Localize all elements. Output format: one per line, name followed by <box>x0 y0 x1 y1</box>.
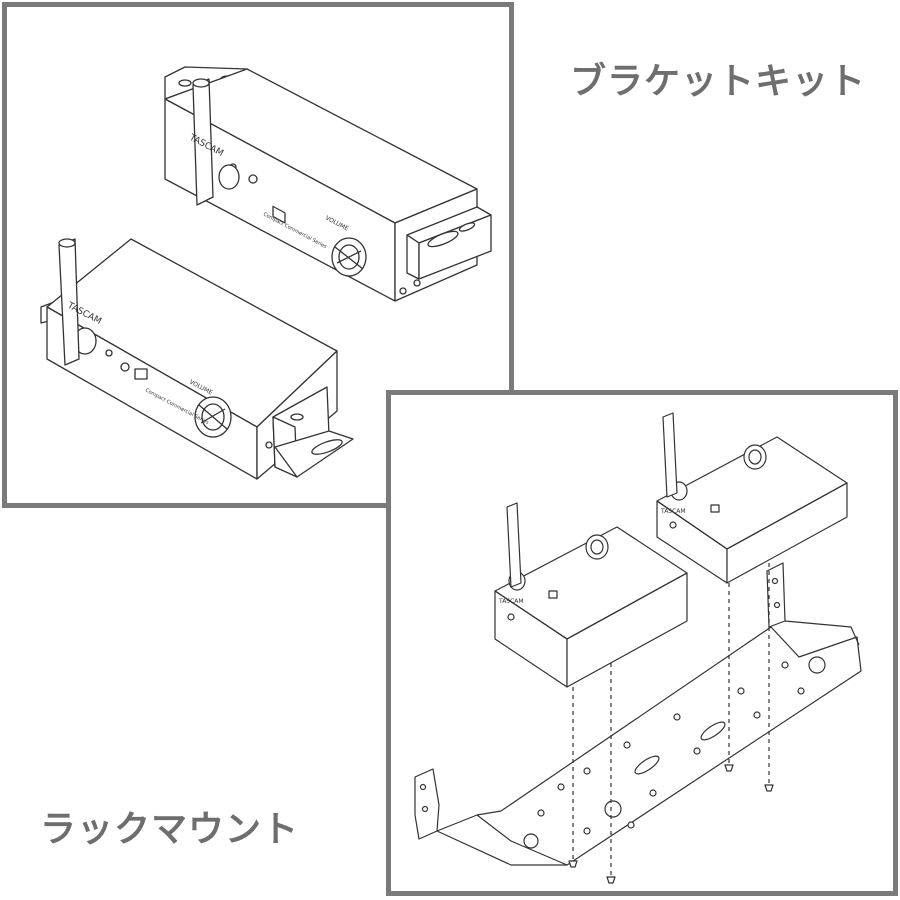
lower-device <box>40 238 354 480</box>
rack-left-device <box>494 502 688 688</box>
rack-shelf <box>414 562 862 866</box>
mounting-screws <box>568 764 774 884</box>
rack-right-device <box>656 412 848 584</box>
upper-device <box>164 66 492 302</box>
bracket-kit-panel: TASCAM VOLUME Compact Commercial Series <box>2 2 514 508</box>
bracket-kit-illustration: TASCAM VOLUME Compact Commercial Series <box>40 66 492 480</box>
rack-mount-illustration: TASCAM TASCAM <box>414 412 862 884</box>
rack-left-brand-label: TASCAM <box>498 598 524 605</box>
rack-mount-caption: ラックマウント <box>40 809 300 850</box>
bracket-kit-caption: ブラケットキット <box>570 61 867 102</box>
rack-right-brand-label: TASCAM <box>660 508 686 515</box>
rack-mount-panel: TASCAM TASCAM <box>386 390 898 896</box>
